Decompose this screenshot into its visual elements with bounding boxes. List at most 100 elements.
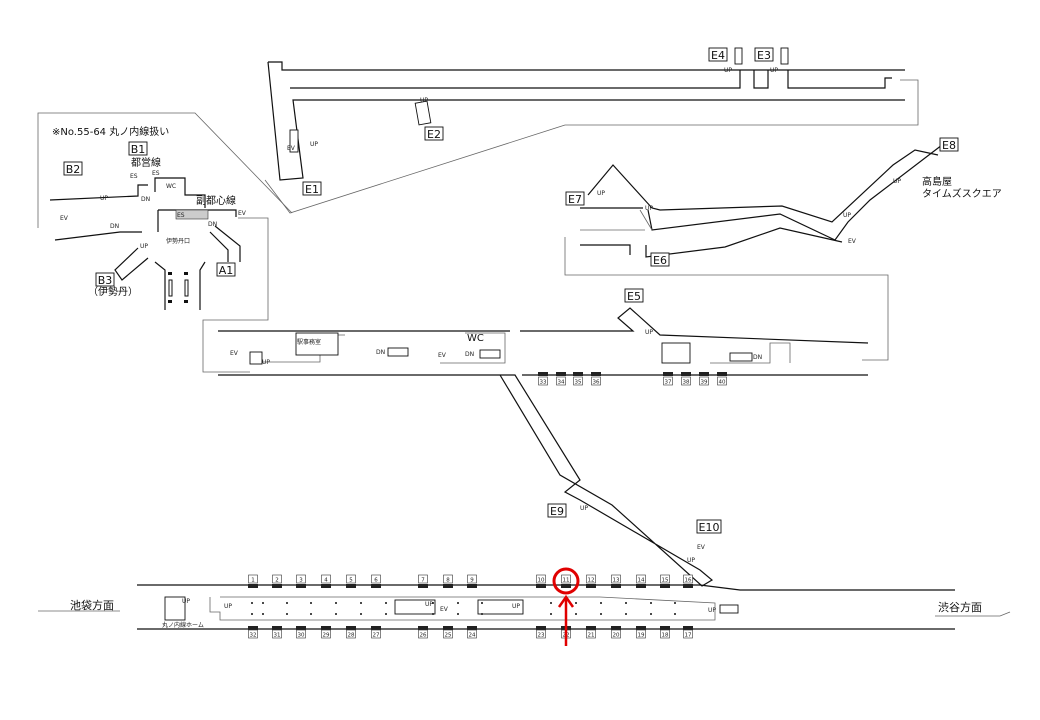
pillar-number-box: [538, 376, 548, 386]
pillar-number: 33: [540, 380, 547, 386]
exit-a1-box: [216, 262, 236, 277]
pillar-number-box: [561, 574, 571, 584]
pillar-number-box: [248, 629, 258, 639]
dn-label: DN: [376, 349, 385, 356]
dn-label: DN: [465, 351, 474, 358]
pillar-dot: [575, 613, 577, 615]
pillar-number-box: [248, 574, 258, 584]
dn-label: DN: [110, 223, 119, 230]
pillar-number-box: [586, 574, 596, 584]
pillar-number: 23: [538, 633, 545, 639]
exit-e5-box: [624, 288, 644, 303]
up-label: UP: [262, 359, 270, 366]
pillar-number: 13: [613, 578, 620, 584]
pillar-mark: [443, 584, 453, 588]
pillar-number-box: [443, 629, 453, 639]
up-label: UP: [140, 243, 148, 250]
current-position-circle: [552, 567, 580, 595]
up-label: UP: [224, 603, 232, 610]
up-label: UP: [512, 603, 520, 610]
pillar-number: 36: [593, 380, 600, 386]
pillar-number-box: [611, 629, 621, 639]
pillar-number-box: [681, 376, 691, 386]
up-label: UP: [597, 190, 605, 197]
exit-e2-box: [424, 126, 444, 141]
pillar-dot: [251, 602, 253, 604]
pillar-number-box: [296, 629, 306, 639]
pillar-dot: [481, 602, 483, 604]
pillar-dot: [262, 602, 264, 604]
up-label: UP: [708, 607, 716, 614]
exit-e7-label: E7: [568, 193, 582, 206]
pillar-mark: [346, 626, 356, 630]
pillar-dot: [625, 613, 627, 615]
pillar-number: 1: [251, 578, 255, 584]
exit-e6-box: [650, 252, 670, 267]
pillar-number-box: [371, 629, 381, 639]
pillar-number-box: [536, 629, 546, 639]
pillar-number: 26: [420, 633, 427, 639]
pillar-number-box: [467, 574, 477, 584]
up-label: UP: [724, 67, 732, 74]
pillar-dot: [310, 602, 312, 604]
pillar-number: 20: [613, 633, 620, 639]
up-label: UP: [100, 195, 108, 202]
pillar-dot: [262, 613, 264, 615]
pillar-number-box: [371, 574, 381, 584]
pillar-mark: [683, 584, 693, 588]
pillar-number: 14: [638, 578, 645, 584]
pillar-number: 38: [683, 380, 690, 386]
pillar-number-box: [717, 376, 727, 386]
pillar-mark: [467, 626, 477, 630]
pillar-mark: [443, 626, 453, 630]
pillar-dot: [575, 602, 577, 604]
pillar-dot: [385, 613, 387, 615]
exit-b3-label: B3: [98, 274, 113, 287]
up-label: UP: [310, 141, 318, 148]
times-square-label: タイムズスクエア: [922, 187, 1002, 200]
west-area: [37, 112, 293, 373]
north-corridor: [264, 47, 919, 214]
pillar-number: 31: [274, 633, 281, 639]
exit-b1-box: [128, 141, 148, 156]
pillar-dot: [481, 613, 483, 615]
exit-e7-box: [565, 191, 585, 206]
pillar-number-box: [296, 574, 306, 584]
pillar-number-box: [272, 574, 282, 584]
exit-e10-label: E10: [699, 521, 720, 534]
pillar-mark: [538, 372, 548, 376]
exit-e9-box: [547, 503, 567, 518]
pillar-number: 24: [469, 633, 476, 639]
pillar-mark: [418, 584, 428, 588]
dn-label: DN: [141, 196, 150, 203]
pillar-number: 25: [445, 633, 452, 639]
pillar-mark: [556, 372, 566, 376]
pillar-dot: [650, 602, 652, 604]
pillar-mark: [418, 626, 428, 630]
pillar-number: 8: [446, 578, 450, 584]
pillar-mark: [586, 626, 596, 630]
up-label: UP: [687, 557, 695, 564]
east-corridor: [564, 144, 943, 361]
pillar-number-box: [663, 376, 673, 386]
pillar-mark: [371, 626, 381, 630]
pillar-mark: [660, 626, 670, 630]
pillar-mark: [663, 372, 673, 376]
takashimaya-label: 高島屋: [922, 175, 952, 188]
pillar-dot: [286, 602, 288, 604]
pillar-number-box: [591, 376, 601, 386]
pillar-dot: [457, 602, 459, 604]
pillar-mark: [248, 626, 258, 630]
pillar-mark: [681, 372, 691, 376]
up-label: UP: [893, 178, 901, 185]
pillar-dot: [385, 602, 387, 604]
exit-e9-label: E9: [550, 505, 564, 518]
isetan-gate-label: 伊勢丹口: [166, 237, 190, 245]
pillar-mark: [536, 584, 546, 588]
current-position-arrow: [557, 594, 575, 646]
pillar-number-box: [636, 574, 646, 584]
pillar-mark: [611, 584, 621, 588]
pillar-number: 17: [685, 633, 692, 639]
pillar-dot: [335, 613, 337, 615]
pillar-number: 6: [374, 578, 378, 584]
